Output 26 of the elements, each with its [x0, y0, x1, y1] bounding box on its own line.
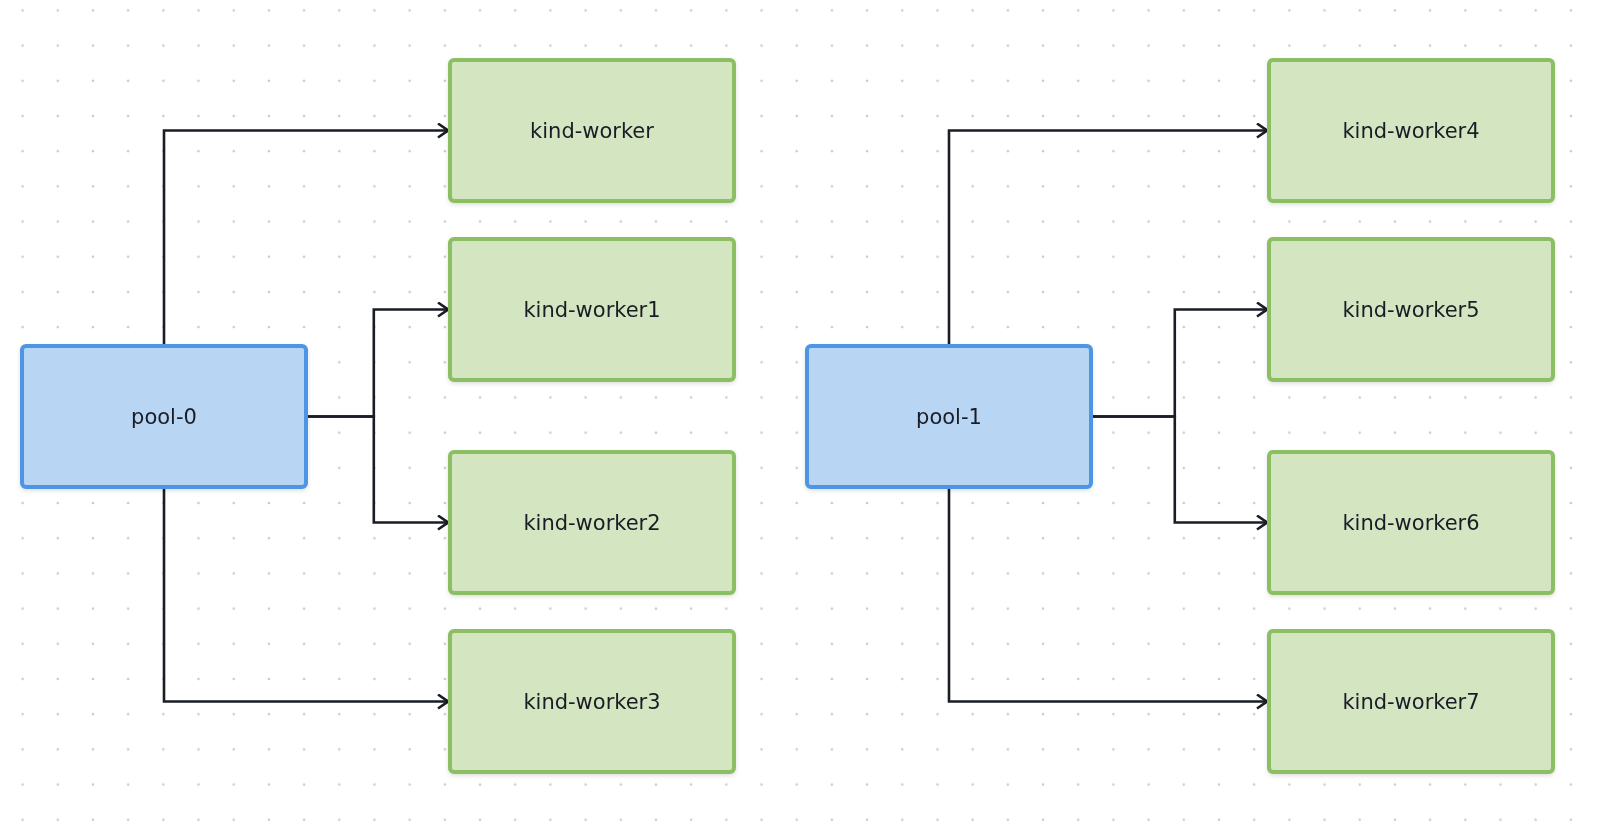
- worker-box: [1267, 58, 1555, 203]
- pool-box: [20, 344, 308, 489]
- node-label: kind-worker5: [1342, 297, 1480, 322]
- node-label: pool-1: [916, 404, 982, 429]
- node-label: pool-0: [131, 404, 197, 429]
- arrow: [308, 415, 450, 531]
- arrow: [162, 122, 450, 344]
- arrow: [162, 489, 450, 710]
- node-label: kind-worker7: [1342, 689, 1480, 714]
- node-label: kind-worker3: [523, 689, 661, 714]
- worker-box: [1267, 237, 1555, 382]
- node-label: kind-worker6: [1342, 510, 1480, 535]
- pool-box: [805, 344, 1093, 489]
- node-label: kind-worker2: [523, 510, 661, 535]
- worker-box: [448, 237, 736, 382]
- worker-box: [448, 58, 736, 203]
- node-label: kind-worker4: [1342, 118, 1480, 143]
- arrow: [1093, 415, 1269, 531]
- worker-box: [448, 450, 736, 595]
- worker-box: [1267, 450, 1555, 595]
- arrow: [947, 122, 1269, 344]
- worker-box: [1267, 629, 1555, 774]
- worker-box: [448, 629, 736, 774]
- node-label: kind-worker1: [523, 297, 661, 322]
- node-label: kind-worker: [530, 118, 654, 143]
- arrow: [947, 489, 1269, 710]
